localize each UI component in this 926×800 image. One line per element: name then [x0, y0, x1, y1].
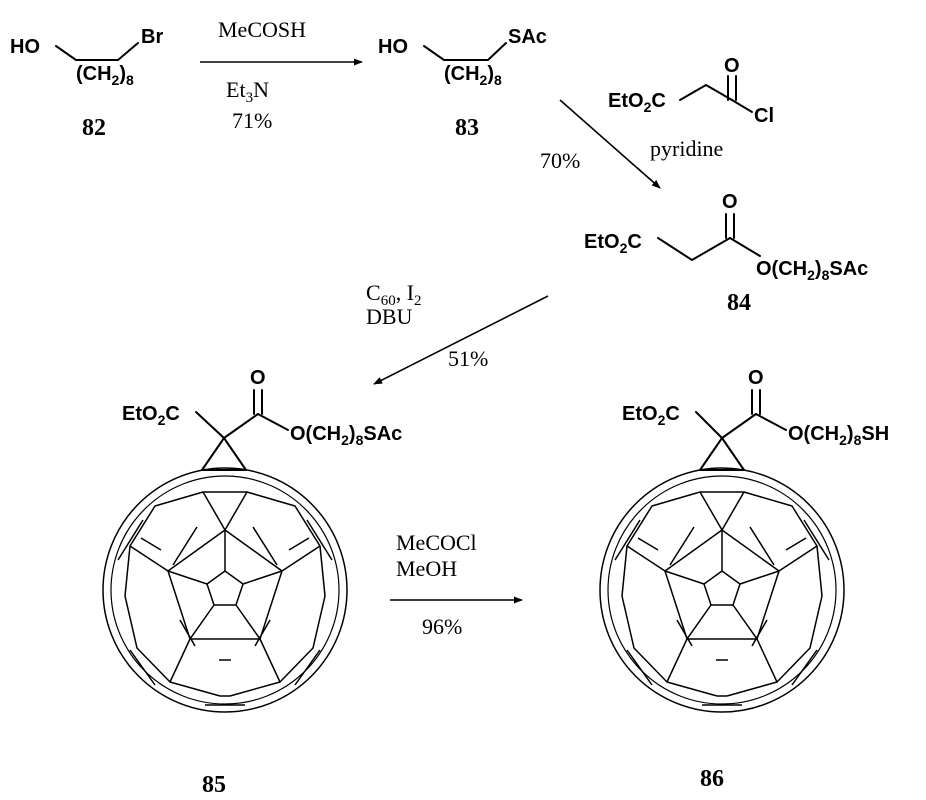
step3-yield: 51% — [448, 346, 488, 371]
compound-82: HO Br (CH2)8 82 — [10, 26, 163, 141]
step1-reagent-above: MeCOSH — [218, 17, 306, 42]
step2-solvent: pyridine — [650, 136, 723, 161]
c85-tail: O(CH2)8SAc — [290, 423, 402, 448]
compound-86: EtO2C O O(CH2)8SH 86 — [599, 367, 889, 792]
reagent-carbonyl-oxygen: O — [724, 55, 740, 77]
compound-84: EtO2C O O(CH2)8SAc 84 — [584, 191, 868, 316]
step4-yield: 96% — [422, 614, 462, 639]
c84-label: 84 — [727, 290, 751, 316]
step4: MeCOCl MeOH 96% — [390, 530, 523, 639]
c83-chain: (CH2)8 — [444, 63, 502, 88]
compound-85: EtO2C O O(CH2)8SAc 85 — [102, 367, 402, 798]
c86-fullerene — [599, 467, 845, 713]
acyl-chloride-reagent: EtO2C O Cl pyridine — [608, 55, 774, 161]
step1-yield: 71% — [232, 108, 272, 133]
step2-yield: 70% — [540, 148, 580, 173]
c86-tail: O(CH2)8SH — [788, 423, 889, 448]
c85-fullerene — [102, 467, 348, 713]
step4-reagent-1: MeCOCl — [396, 530, 477, 555]
c86-label: 86 — [700, 766, 724, 792]
c85-ester: EtO2C — [122, 403, 180, 428]
c82-hydroxyl: HO — [10, 36, 40, 58]
c84-tail: O(CH2)8SAc — [756, 258, 868, 283]
step4-reagent-2: MeOH — [396, 556, 457, 581]
compound-83: HO SAc (CH2)8 83 — [378, 26, 547, 141]
step2: 70% — [540, 99, 661, 189]
step3-base: DBU — [366, 304, 413, 329]
c85-carbonyl-oxygen: O — [250, 367, 266, 389]
c84-ester: EtO2C — [584, 231, 642, 256]
c86-ester: EtO2C — [622, 403, 680, 428]
c83-thioacetate: SAc — [508, 26, 547, 48]
step3: C60, I2 DBU 51% — [366, 280, 549, 385]
reagent-ester: EtO2C — [608, 90, 666, 115]
step1-base: Et3N — [226, 77, 269, 106]
reagent-chlorine: Cl — [754, 105, 774, 127]
step1: MeCOSH Et3N 71% — [200, 17, 363, 133]
c83-hydroxyl: HO — [378, 36, 408, 58]
c83-label: 83 — [455, 115, 479, 141]
c86-carbonyl-oxygen: O — [748, 367, 764, 389]
c85-label: 85 — [202, 772, 226, 798]
c82-bromine: Br — [141, 26, 163, 48]
c82-label: 82 — [82, 115, 106, 141]
c84-carbonyl-oxygen: O — [722, 191, 738, 213]
c82-chain: (CH2)8 — [76, 63, 134, 88]
